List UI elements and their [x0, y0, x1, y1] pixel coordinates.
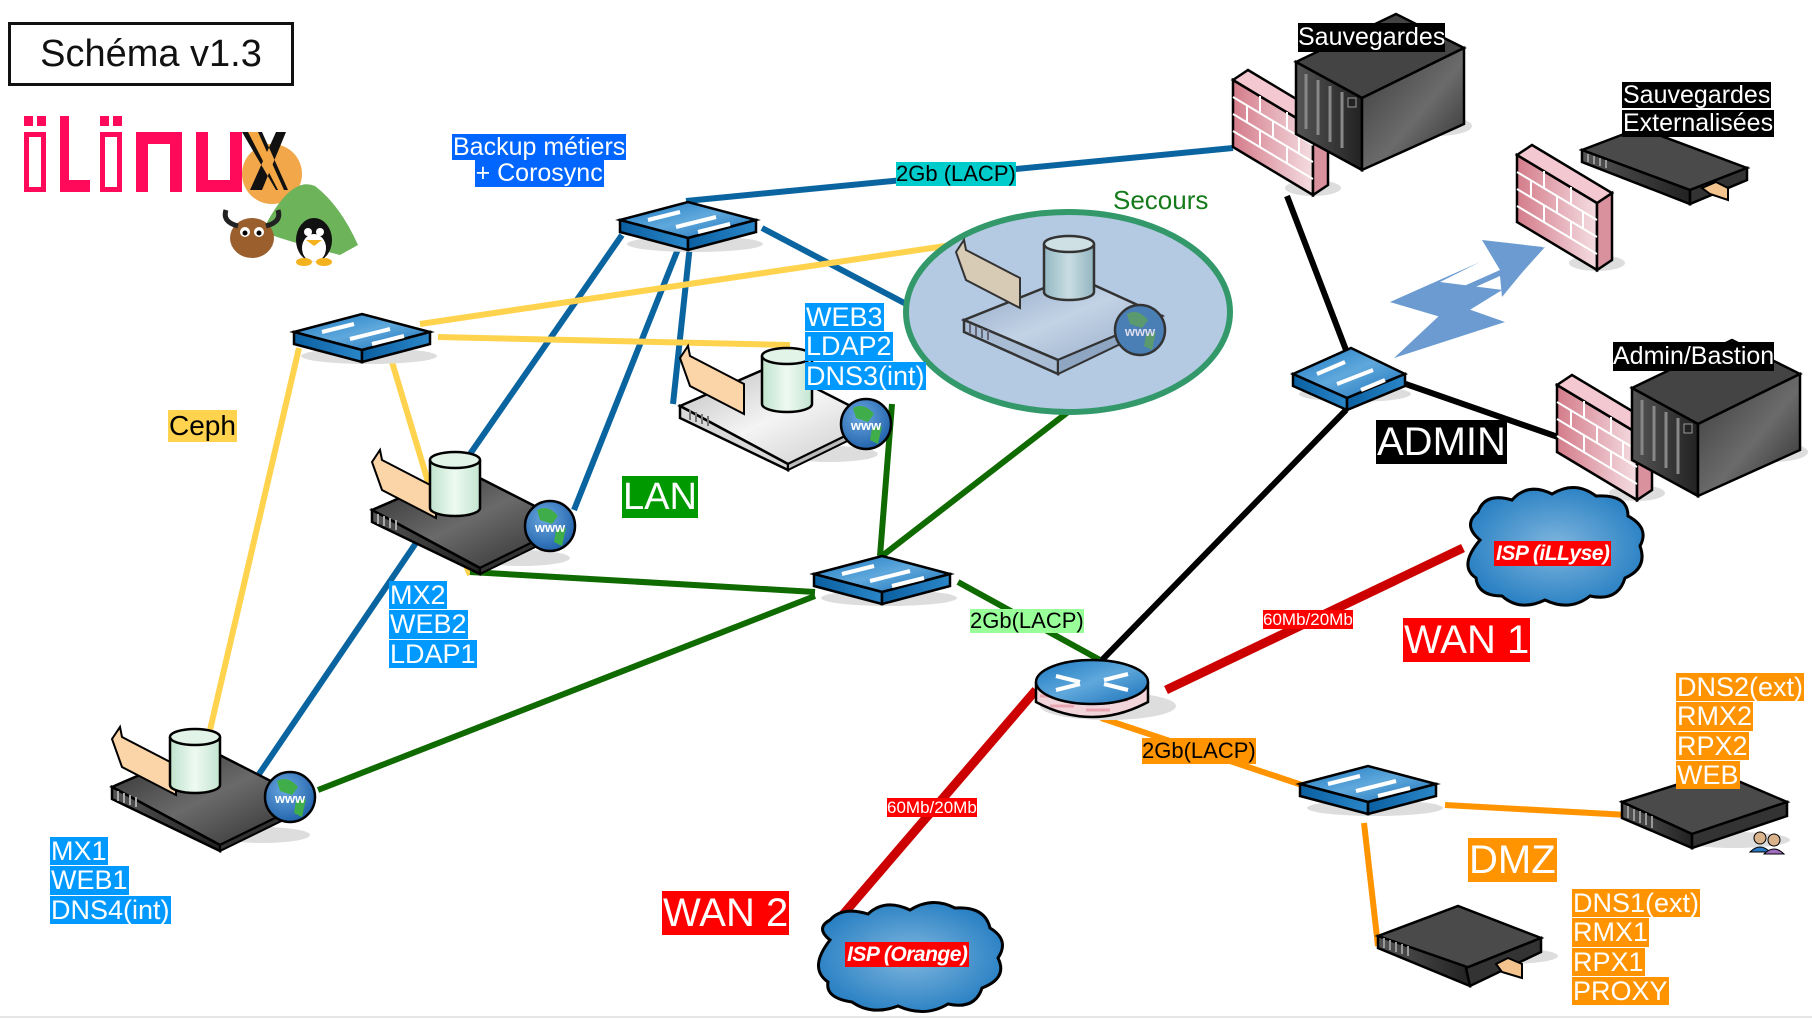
database-icon — [168, 727, 222, 795]
database-icon — [1042, 234, 1096, 302]
bottom-divider — [0, 1016, 1812, 1018]
label-sauvegardes-ext-line2: Externalisées — [1622, 109, 1775, 138]
server-secours[interactable]: www — [954, 234, 1167, 376]
label-sauvegardes-externalisees: Sauvegardes Externalisées — [1622, 81, 1775, 138]
link-ceph-mx1 — [207, 347, 302, 731]
www-globe-icon: www — [523, 499, 577, 553]
link-ceph-web3 — [437, 334, 791, 348]
link-ceph-secours — [419, 242, 953, 327]
label-sauvegardes-ext-line1: Sauvegardes — [1622, 81, 1772, 109]
label-isp-orange: ISP (Orange) — [845, 942, 970, 967]
switch-lan[interactable] — [809, 554, 957, 606]
label-lan: LAN — [622, 476, 698, 518]
role-item: RMX2 — [1676, 701, 1754, 732]
label-admin-bastion: Admin/Bastion — [1613, 342, 1775, 371]
www-globe-icon: www — [839, 397, 893, 451]
server-dmz2-roles: DNS2(ext) RMX2 RPX2 WEB — [1676, 672, 1805, 791]
link-lan-mx2 — [469, 569, 816, 595]
label-link-2gb-dmz: 2Gb(LACP) — [1142, 738, 1256, 764]
label-link-2gb-top: 2Gb (LACP) — [896, 161, 1016, 186]
role-item: MX2 — [389, 580, 447, 610]
svg-text:www: www — [850, 418, 882, 433]
role-item: DNS1(ext) — [1572, 888, 1701, 918]
role-item: WEB1 — [50, 865, 129, 896]
label-dmz-zone: DMZ — [1468, 838, 1557, 882]
label-backup-corosync: Backup métiers + Corosync — [452, 133, 627, 188]
label-ceph: Ceph — [168, 410, 237, 442]
link-admin-sauvegardes — [1284, 194, 1349, 352]
role-item: DNS2(ext) — [1676, 672, 1805, 702]
link-lan-secours — [880, 409, 1070, 559]
label-sauvegardes: Sauvegardes — [1298, 23, 1446, 52]
server-lan2-roles: MX2 WEB2 LDAP1 — [389, 581, 477, 668]
links-ceph-yellow — [207, 242, 953, 731]
label-secours: Secours — [1113, 185, 1209, 215]
router-firewall[interactable] — [1034, 658, 1176, 720]
label-backup-line1: Backup métiers — [452, 133, 627, 161]
role-item: LDAP2 — [805, 331, 893, 362]
rack-server-dmz1 — [1374, 904, 1558, 988]
svg-text:www: www — [274, 791, 306, 806]
switch-backup[interactable] — [615, 200, 763, 252]
rack-server-externalisees — [1578, 126, 1751, 206]
role-item: WEB3 — [805, 302, 884, 332]
link-backup-secours — [760, 225, 912, 309]
folder-icon — [954, 237, 1021, 310]
role-item: WEB2 — [389, 609, 468, 640]
label-wan1-speed: 60Mb/20Mb — [1263, 610, 1353, 629]
label-wan2-speed: 60Mb/20Mb — [887, 798, 977, 817]
role-item: MX1 — [50, 836, 108, 866]
link-ceph-mx2 — [389, 361, 435, 496]
link-dmz-srv2 — [1444, 802, 1629, 818]
link-router-admin — [1099, 407, 1349, 663]
role-item: DNS4(int) — [50, 894, 171, 925]
lightning-arrow-icon — [1390, 247, 1545, 356]
label-backup-line2: + Corosync — [474, 159, 604, 188]
label-wan1: WAN 1 — [1403, 618, 1531, 662]
label-link-2gb-lan: 2Gb(LACP) — [970, 608, 1084, 633]
firewall-admin — [1554, 373, 1665, 503]
database-icon — [428, 450, 482, 518]
www-globe-icon: www — [263, 770, 317, 824]
links-admin-black — [1099, 194, 1559, 663]
switch-dmz[interactable] — [1295, 764, 1443, 816]
server-dmz1-roles: DNS1(ext) RMX1 RPX1 PROXY — [1572, 888, 1701, 1007]
server-lan3[interactable]: www — [677, 343, 893, 472]
role-item: WEB — [1676, 760, 1740, 791]
folder-icon — [678, 343, 745, 416]
link-backup-mx2 — [467, 233, 625, 456]
role-item: LDAP1 — [389, 638, 477, 669]
label-isp-illyse: ISP (iLLyse) — [1494, 541, 1612, 566]
svg-text:www: www — [1124, 324, 1156, 339]
role-item: PROXY — [1572, 976, 1669, 1007]
role-item: DNS3(int) — [805, 360, 926, 391]
role-item: RMX1 — [1572, 917, 1650, 948]
switch-admin[interactable] — [1289, 346, 1411, 412]
label-wan2: WAN 2 — [662, 891, 790, 935]
server-lan2[interactable]: www — [369, 447, 577, 576]
link-backup-web3 — [670, 244, 693, 405]
database-icon — [760, 346, 814, 414]
server-lan3-roles: WEB3 LDAP2 DNS3(int) — [805, 303, 926, 390]
rack-server-dmz2 — [1618, 770, 1791, 855]
label-admin-zone: ADMIN — [1376, 420, 1507, 464]
switch-ceph[interactable] — [289, 312, 437, 364]
link-dmz-srv1 — [1361, 822, 1381, 947]
diagram-title: Schéma v1.3 — [8, 22, 294, 86]
svg-text:www: www — [534, 520, 566, 535]
lightning-arrow-icon-body — [1390, 240, 1543, 358]
link-admin-bastion — [1399, 379, 1559, 440]
firewall-externalisees — [1514, 143, 1625, 273]
users-icon — [1748, 831, 1786, 855]
role-item: RPX1 — [1572, 946, 1645, 977]
server-lan1-roles: MX1 WEB1 DNS4(int) — [50, 837, 171, 924]
link-lan-mx1 — [316, 593, 817, 793]
role-item: RPX2 — [1676, 730, 1749, 761]
server-lan1[interactable]: www — [109, 724, 317, 853]
link-mx2-mx1 — [252, 538, 421, 782]
ilinux-logo — [24, 116, 358, 266]
www-globe-icon: www — [1113, 303, 1167, 357]
